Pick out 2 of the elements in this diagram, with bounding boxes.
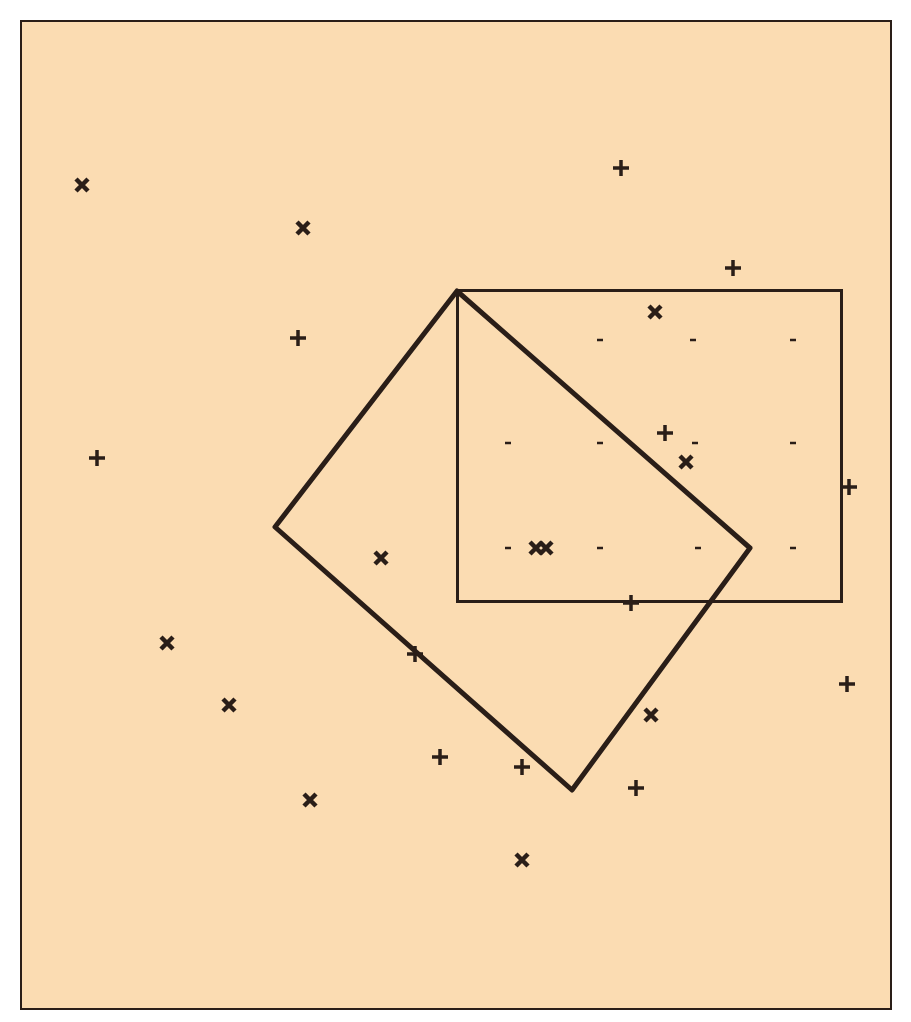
square-outline — [456, 289, 843, 603]
tilted-square-outline — [272, 288, 753, 793]
